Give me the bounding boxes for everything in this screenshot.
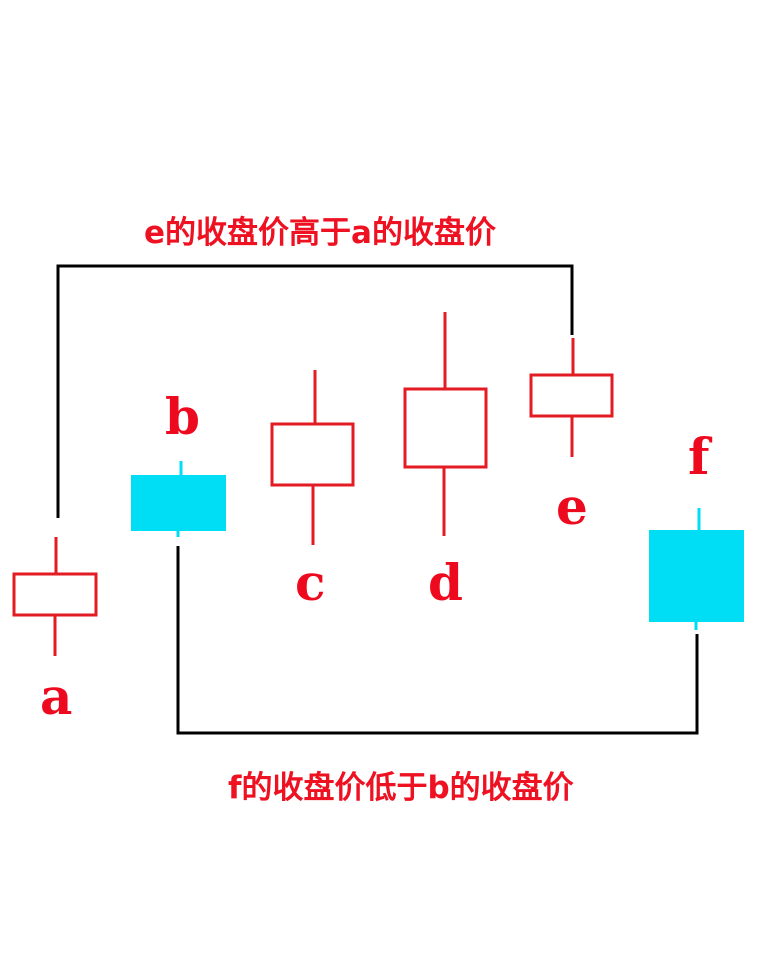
candle-label-a: a: [40, 667, 73, 726]
bracket-b-to-f: [176, 546, 699, 735]
candle-b: [131, 461, 226, 537]
candle-label-e: e: [556, 477, 588, 536]
candle-label-c: c: [295, 553, 326, 612]
candle-label-b: b: [165, 387, 200, 446]
candle-e: [529, 338, 614, 457]
caption-bottom: f的收盘价低于b的收盘价: [228, 770, 574, 806]
bracket-a-to-e: [56, 264, 574, 518]
candle-label-d: d: [428, 553, 463, 612]
candle-label-f: f: [688, 427, 710, 486]
candle-d: [403, 312, 488, 536]
caption-top: e的收盘价高于a的收盘价: [144, 215, 496, 251]
candle-f: [649, 508, 744, 630]
candle-c: [270, 370, 355, 545]
candle-a: [12, 537, 98, 656]
